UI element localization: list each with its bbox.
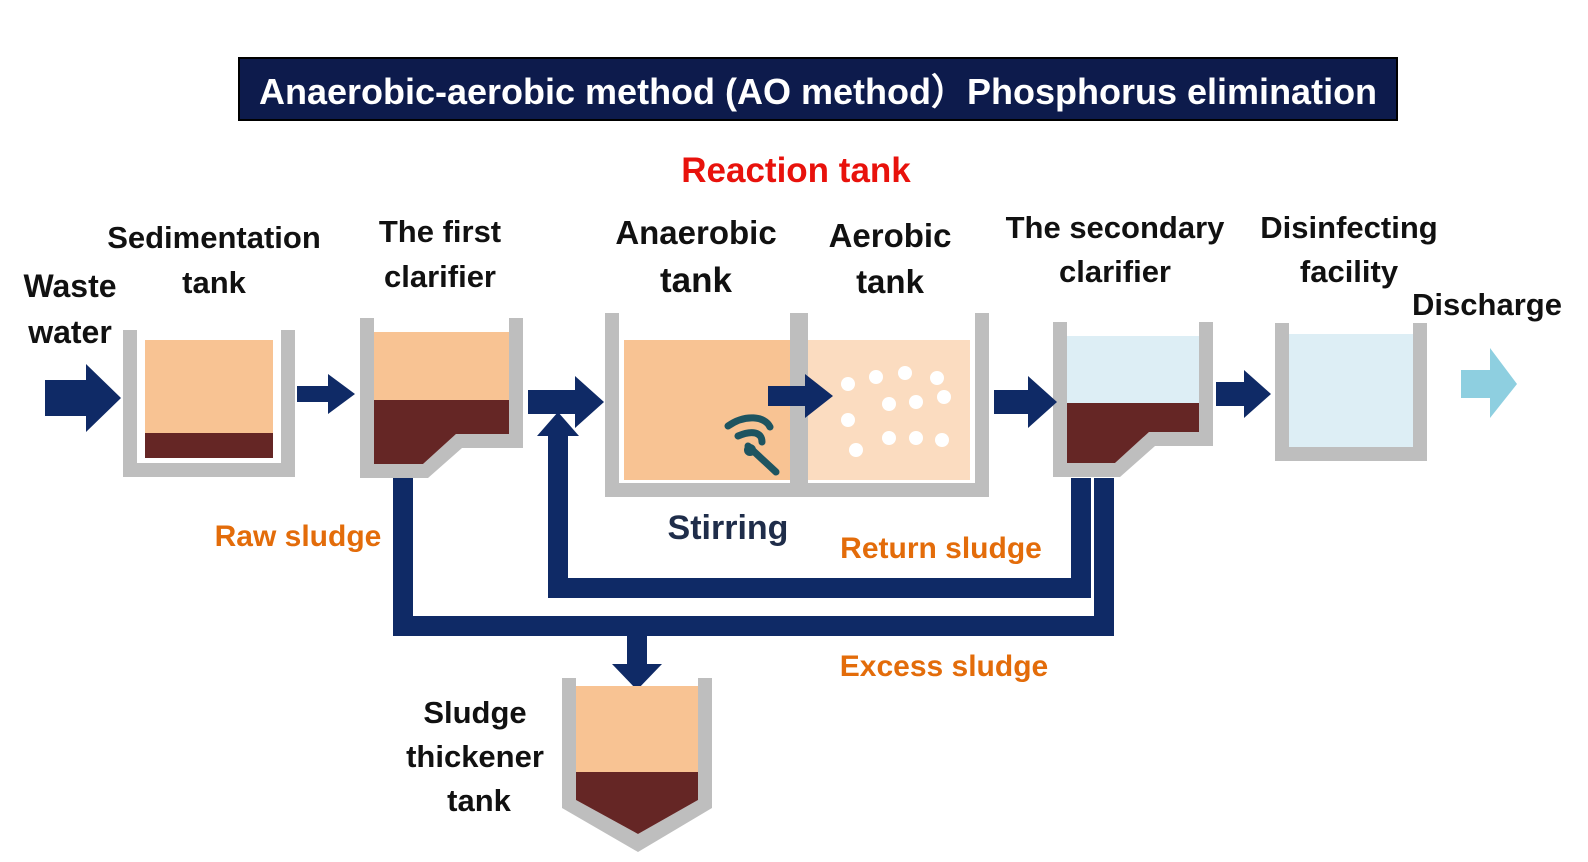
- return-arrow-head-icon: [537, 412, 579, 436]
- sedimentation-tank-label-line1: Sedimentation: [107, 220, 321, 255]
- sludge-pipes: [393, 412, 1114, 690]
- return-sludge-riser: [1071, 478, 1091, 598]
- stirring-label: Stirring: [668, 509, 789, 547]
- arrow-right-icon: [297, 374, 355, 414]
- aerobic-tank-label-line1: Aerobic: [829, 217, 952, 254]
- return-sludge-pipe: [548, 578, 1091, 598]
- title-banner: Anaerobic-aerobic method (AO method）Phos…: [238, 57, 1398, 121]
- secondary-clarifier-label-line2: clarifier: [1059, 254, 1171, 289]
- anaerobic-tank-label-line2: tank: [660, 261, 733, 300]
- sludge-thickener-label-line2: thickener: [406, 739, 544, 774]
- discharge-arrow-icon: [1461, 348, 1517, 418]
- excess-sludge-pipe: [393, 616, 1114, 636]
- sediment-layer: [374, 400, 509, 464]
- first-clarifier: [360, 318, 523, 478]
- first-clarifier-label-line1: The first: [379, 214, 501, 249]
- raw-sludge-label: Raw sludge: [215, 520, 382, 553]
- arrow-right-icon: [768, 374, 833, 418]
- reaction-tank-label: Reaction tank: [681, 151, 911, 190]
- secondary-clarifier: [1053, 322, 1213, 477]
- discharge-label: Discharge: [1412, 287, 1562, 322]
- stirrer-icon: [724, 414, 780, 476]
- arrow-right-icon: [1216, 370, 1271, 418]
- return-sludge-label: Return sludge: [840, 532, 1042, 565]
- first-clarifier-label-line2: clarifier: [384, 259, 496, 294]
- sediment-layer: [576, 772, 698, 834]
- disinfecting-facility-label-line1: Disinfecting: [1260, 210, 1437, 245]
- excess-sludge-riser: [1094, 478, 1114, 636]
- sediment-layer: [145, 433, 273, 458]
- air-bubble-icon: [841, 366, 951, 457]
- arrow-right-icon: [528, 376, 604, 428]
- aerobic-tank-label-line2: tank: [856, 263, 925, 300]
- disinfecting-facility: [1275, 323, 1427, 461]
- sedimentation-tank: [123, 330, 295, 477]
- sedimentation-tank-label-line2: tank: [182, 265, 247, 300]
- reaction-tank: [605, 313, 989, 497]
- anaerobic-tank-label-line1: Anaerobic: [615, 214, 776, 251]
- sludge-thickener-label-line1: Sludge: [423, 695, 526, 730]
- excess-sludge-label: Excess sludge: [840, 650, 1048, 683]
- waste-water-label-line2: water: [27, 314, 112, 350]
- disinfecting-facility-label-line2: facility: [1300, 254, 1399, 289]
- sludge-thickener-label-line3: tank: [447, 783, 512, 818]
- sediment-layer: [1067, 403, 1199, 463]
- sludge-thickener-tank: [562, 678, 712, 852]
- arrow-right-icon: [45, 364, 121, 432]
- return-sludge-upflow: [548, 428, 568, 598]
- waste-water-label-line1: Waste: [23, 268, 116, 304]
- thickener-arrow-head-icon: [612, 664, 662, 690]
- flow-arrows: [45, 364, 1271, 432]
- raw-sludge-pipe: [393, 478, 413, 636]
- diagram-title: Anaerobic-aerobic method (AO method）Phos…: [259, 71, 1377, 112]
- arrow-right-icon: [994, 376, 1057, 428]
- secondary-clarifier-label-line1: The secondary: [1006, 210, 1226, 245]
